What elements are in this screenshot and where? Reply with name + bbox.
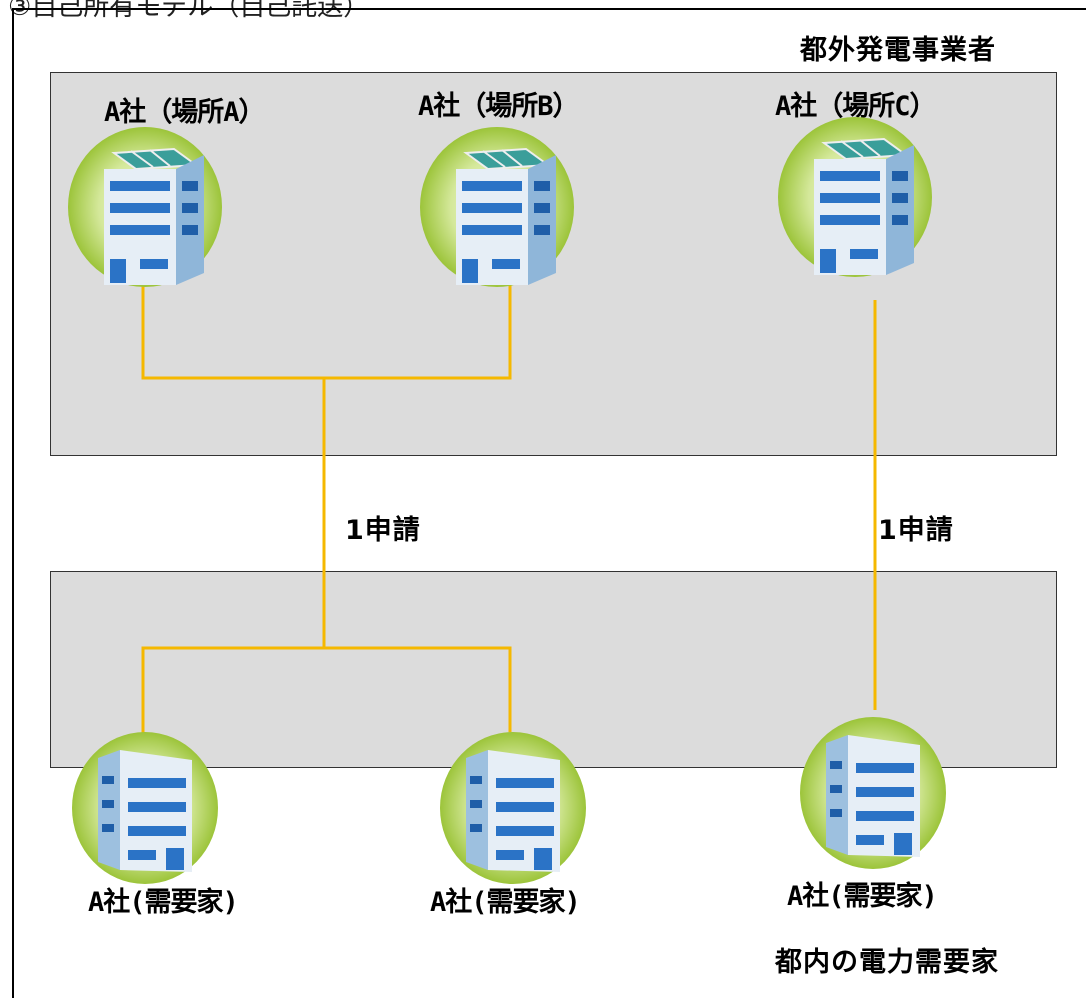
application-label-2: 1申請 xyxy=(878,515,954,546)
consumer-label-2: A社(需要家) xyxy=(430,887,581,918)
application-label-1: 1申請 xyxy=(345,515,421,546)
consumer-building-3-icon xyxy=(800,717,946,869)
site-label-c: A社（場所C） xyxy=(775,91,937,122)
connection-line-ab xyxy=(141,280,512,380)
outer-frame xyxy=(12,8,1086,998)
site-label-b: A社（場所B） xyxy=(418,91,580,122)
consumer-label-1: A社(需要家) xyxy=(88,887,239,918)
generator-group-label: 都外発電事業者 xyxy=(800,35,996,66)
site-label-a: A社（場所A） xyxy=(104,97,266,128)
connection-line-consumers xyxy=(141,646,512,758)
solar-building-c-icon xyxy=(778,117,932,277)
consumer-label-3: A社(需要家) xyxy=(787,881,938,912)
solar-building-a-icon xyxy=(68,127,222,287)
consumer-building-2-icon xyxy=(440,732,586,884)
consumer-group-label: 都内の電力需要家 xyxy=(775,947,999,978)
solar-building-b-icon xyxy=(420,127,574,287)
diagram-header: ③自己所有モデル（自己託送） xyxy=(8,0,370,22)
consumer-building-1-icon xyxy=(72,732,218,884)
